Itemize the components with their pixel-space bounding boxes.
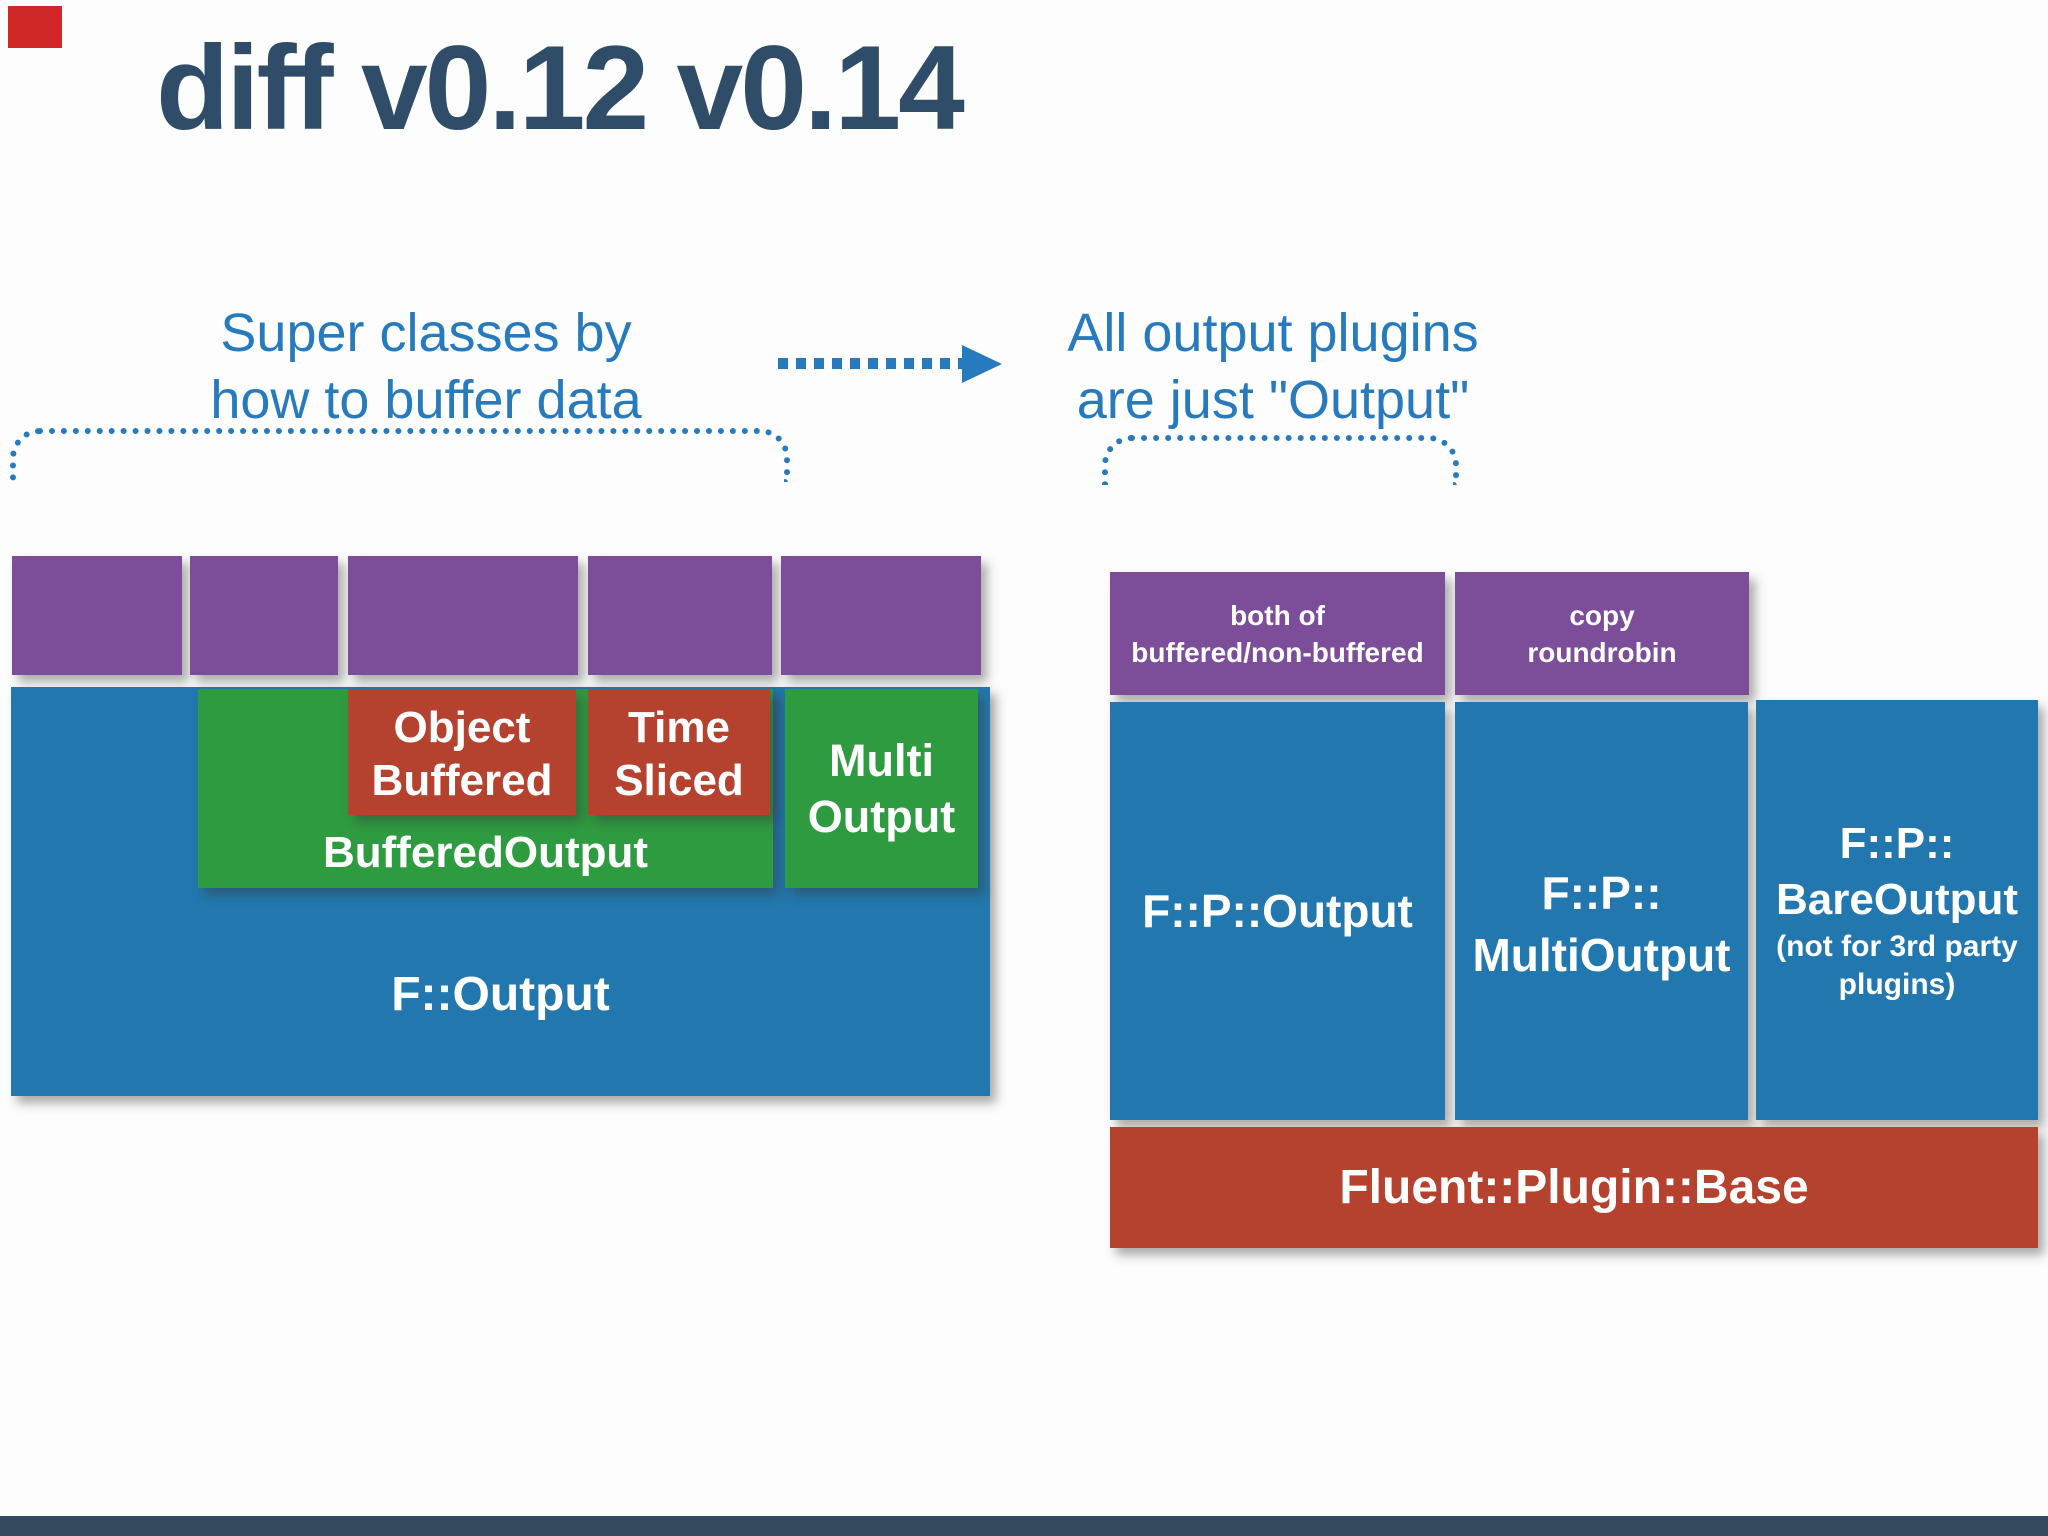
time-sliced-line1: Time: [628, 703, 730, 752]
fp-bareoutput-line1: F::P::: [1839, 819, 1955, 868]
helper-both-line2: buffered/non-buffered: [1131, 636, 1424, 668]
fp-bareoutput-note2: plugins): [1838, 968, 1956, 1001]
helper-both-line1: both of: [1230, 599, 1325, 631]
slide-title: diff v0.12 v0.14: [156, 21, 965, 155]
fp-multioutput-block: F::P:: MultiOutput: [1455, 702, 1748, 1120]
dotted-arrow-head-icon: [962, 345, 1002, 383]
left-plugin-block-2: [190, 556, 338, 675]
annotation-right: All output plugins are just "Output": [963, 300, 1583, 434]
annotation-left-line2: how to buffer data: [210, 370, 642, 430]
object-buffered-block: Object Buffered: [348, 689, 576, 815]
helper-copy-roundrobin-block: copy roundrobin: [1455, 572, 1749, 695]
left-plugin-block-1: [12, 556, 182, 675]
fp-output-block: F::P::Output: [1110, 702, 1445, 1120]
multi-output-block: Multi Output: [785, 689, 978, 888]
fp-bareoutput-note1: (not for 3rd party: [1776, 930, 2018, 963]
time-sliced-block: Time Sliced: [588, 689, 770, 815]
corner-red-square: [8, 6, 62, 48]
left-plugin-block-3: [348, 556, 578, 675]
left-plugin-block-4: [588, 556, 772, 675]
helper-copy-line1: copy: [1569, 599, 1635, 631]
fp-bareoutput-line2: BareOutput: [1776, 875, 2018, 924]
fp-output-label: F::P::Output: [1142, 885, 1413, 937]
fp-bareoutput-block: F::P:: BareOutput (not for 3rd party plu…: [1756, 700, 2038, 1120]
multi-output-line2: Output: [807, 790, 956, 842]
footer-bar: [0, 1516, 2048, 1536]
annotation-right-line2: are just "Output": [1076, 370, 1470, 430]
annotation-left-line1: Super classes by: [220, 303, 632, 363]
fp-multioutput-line1: F::P::: [1541, 867, 1662, 919]
dotted-brace-left: [10, 428, 790, 482]
object-buffered-line2: Buffered: [371, 756, 553, 805]
multi-output-line1: Multi: [829, 734, 934, 786]
fluent-plugin-base-label: Fluent::Plugin::Base: [1339, 1161, 1809, 1214]
annotation-right-line1: All output plugins: [1067, 303, 1479, 363]
object-buffered-line1: Object: [393, 703, 531, 752]
helper-both-block: both of buffered/non-buffered: [1110, 572, 1445, 695]
left-output-base-label: F::Output: [391, 968, 610, 1021]
fluent-plugin-base-block: Fluent::Plugin::Base: [1110, 1127, 2038, 1248]
buffered-output-label: BufferedOutput: [322, 828, 649, 877]
left-plugin-block-5: [781, 556, 981, 675]
annotation-left: Super classes by how to buffer data: [116, 300, 736, 434]
dotted-arrow-line: [778, 358, 964, 369]
dotted-brace-right: [1102, 435, 1459, 485]
fp-multioutput-line2: MultiOutput: [1472, 929, 1731, 981]
time-sliced-line2: Sliced: [614, 756, 744, 805]
helper-copy-line2: roundrobin: [1527, 636, 1677, 668]
